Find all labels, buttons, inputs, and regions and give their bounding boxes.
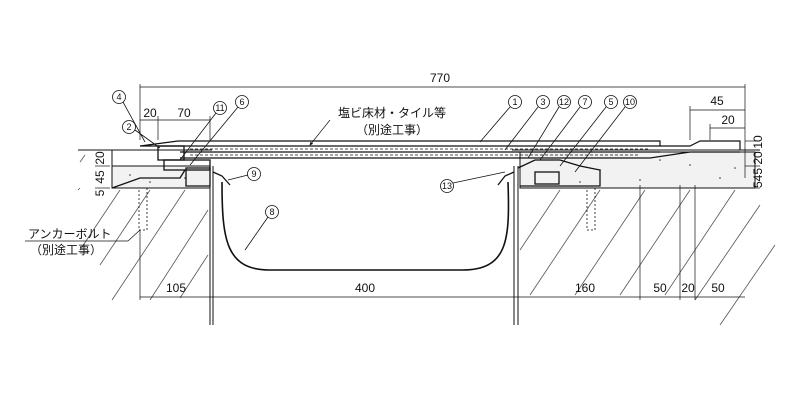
dim-bottom-160: 160 xyxy=(575,281,595,295)
callout-numbers: 1 3 12 7 5 10 4 2 11 6 9 13 8 xyxy=(116,92,635,217)
callout-12 xyxy=(527,95,571,159)
callout-2-label: 2 xyxy=(126,122,131,132)
callout-1 xyxy=(479,95,522,143)
dim-bottom-400: 400 xyxy=(355,281,375,295)
callout-8 xyxy=(244,205,279,251)
slab-structure xyxy=(78,149,760,325)
callout-5 xyxy=(559,95,618,167)
dim-bottom-50a: 50 xyxy=(653,281,667,295)
dim-top-right: 45 xyxy=(710,94,724,108)
floor-finish-dashes xyxy=(190,148,650,156)
callout-11 xyxy=(179,101,227,161)
anchor-bolts xyxy=(138,187,596,231)
callout-7-label: 7 xyxy=(582,97,587,107)
callout-1-label: 1 xyxy=(512,97,517,107)
dim-right-20: 20 xyxy=(751,151,765,165)
callout-4-label: 4 xyxy=(116,92,121,102)
callout-3-label: 3 xyxy=(540,97,545,107)
dim-left-70: 70 xyxy=(177,106,191,120)
callout-9-label: 9 xyxy=(251,169,256,179)
note-anchor-line1: アンカーボルト xyxy=(28,227,112,241)
callout-11-label: 11 xyxy=(215,103,224,113)
callout-13-label: 13 xyxy=(442,181,452,191)
dim-bottom-50b: 50 xyxy=(711,281,725,295)
dimension-lines xyxy=(95,84,760,300)
dim-left-20: 20 xyxy=(143,106,157,120)
callout-3 xyxy=(504,95,550,151)
left-frame xyxy=(111,145,231,189)
dim-bottom-20: 20 xyxy=(681,281,695,295)
dim-left-v-45: 45 xyxy=(93,170,107,184)
dim-right-10: 10 xyxy=(751,135,765,149)
note-floor-line1: 塩ビ床材・タイル等 xyxy=(338,105,446,120)
callout-8-label: 8 xyxy=(269,207,274,217)
dim-right-545: 545 xyxy=(751,168,765,188)
dim-bottom-105: 105 xyxy=(166,281,186,295)
callout-6-label: 6 xyxy=(239,97,244,107)
callout-10 xyxy=(574,95,637,173)
callout-4 xyxy=(112,90,146,143)
dim-left-v-20: 20 xyxy=(93,151,107,165)
callouts xyxy=(112,90,637,251)
callout-9 xyxy=(227,167,261,181)
dim-top-right-inner: 20 xyxy=(721,113,735,127)
note-anchor-line2: （別途工事） xyxy=(30,242,102,257)
flexible-membrane xyxy=(221,181,510,271)
callout-6 xyxy=(189,95,249,166)
dim-left-v-5: 5 xyxy=(93,189,107,196)
dim-overall: 770 xyxy=(430,71,450,85)
note-floor-line2: （別途工事） xyxy=(356,122,428,137)
callout-13 xyxy=(440,171,506,193)
slab-hatching xyxy=(77,154,776,326)
callout-2 xyxy=(122,120,161,149)
callout-7 xyxy=(539,95,592,161)
callout-12-label: 12 xyxy=(559,97,569,107)
callout-5-label: 5 xyxy=(608,97,613,107)
callout-10-label: 10 xyxy=(625,97,635,107)
